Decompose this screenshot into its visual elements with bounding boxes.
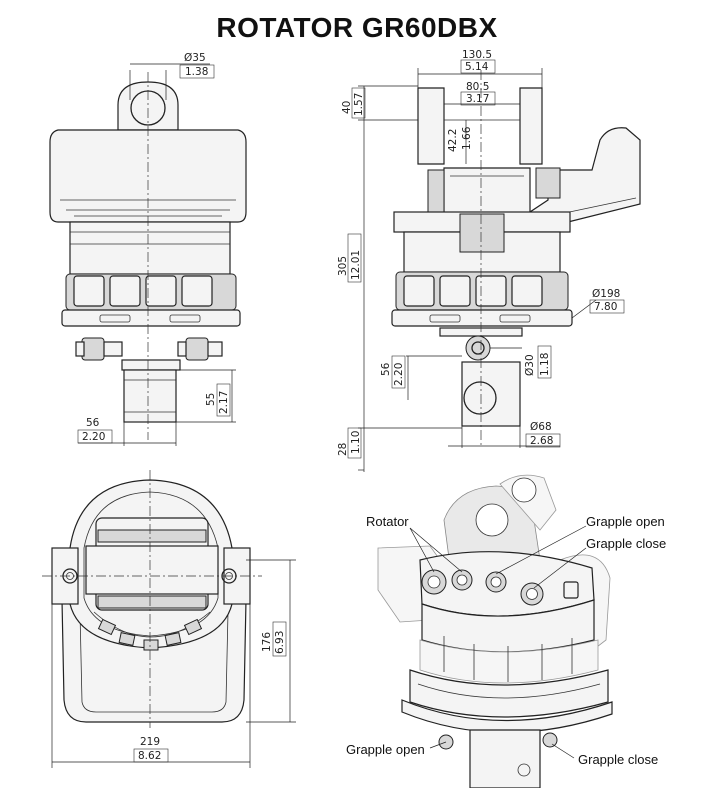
- bottom-height-in-label: 1.10: [350, 431, 362, 454]
- callout-rotator: Rotator: [366, 514, 409, 529]
- top-width-label: 219: [140, 736, 160, 748]
- flange-diameter-in-label: 7.80: [594, 301, 617, 313]
- drawing-title: ROTATOR GR60DBX: [216, 12, 498, 43]
- body-height-in-label: 12.01: [350, 250, 362, 280]
- overall-width-in-label: 5.14: [465, 61, 489, 73]
- side-view: 130.5 5.14 80.5 3.17 40 1.57 42.2 1.66 3…: [337, 49, 641, 472]
- top-height-in-label: 1.57: [353, 93, 365, 116]
- bore-diameter-label: Ø30: [524, 354, 536, 376]
- callout-grapple-open-bottom: Grapple open: [346, 742, 425, 757]
- top-width-in-label: 8.62: [138, 750, 161, 762]
- top-height-label: 40: [341, 101, 353, 114]
- isometric-view: Rotator Grapple open Grapple close Grapp…: [346, 474, 666, 788]
- overall-width-label: 130.5: [462, 49, 492, 61]
- shaft-height-label: 55: [205, 393, 217, 406]
- callout-grapple-close-bottom: Grapple close: [578, 752, 658, 767]
- shaft-diameter-label: Ø68: [530, 421, 552, 433]
- shaft-length-in-label: 2.20: [393, 363, 405, 386]
- ear-width-in-label: 3.17: [466, 93, 489, 105]
- bore-diameter-in-label: 1.18: [539, 353, 551, 376]
- top-depth-in-label: 6.93: [274, 631, 286, 654]
- pin-offset-in-label: 1.66: [461, 126, 473, 150]
- shaft-diameter-in-label: 2.68: [530, 435, 553, 447]
- ear-width-label: 80.5: [466, 81, 489, 93]
- flange-diameter-label: Ø198: [592, 288, 620, 300]
- bottom-height-label: 28: [337, 443, 349, 456]
- callout-grapple-open-top: Grapple open: [586, 514, 665, 529]
- pin-offset-label: 42.2: [447, 129, 459, 152]
- shaft-height-in-label: 2.17: [218, 391, 230, 414]
- top-view: 176 6.93 219 8.62: [42, 470, 296, 768]
- top-depth-label: 176: [261, 632, 273, 652]
- pin-diameter-in-label: 1.38: [185, 66, 208, 78]
- shaft-length-label: 56: [380, 362, 392, 376]
- pin-diameter-label: Ø35: [184, 52, 206, 64]
- shaft-width-label: 56: [86, 417, 100, 429]
- callout-grapple-close-top: Grapple close: [586, 536, 666, 551]
- body-height-label: 305: [337, 256, 349, 276]
- front-view: Ø35 1.38 55 2.17 56 2.20: [49, 52, 247, 446]
- shaft-width-in-label: 2.20: [82, 431, 105, 443]
